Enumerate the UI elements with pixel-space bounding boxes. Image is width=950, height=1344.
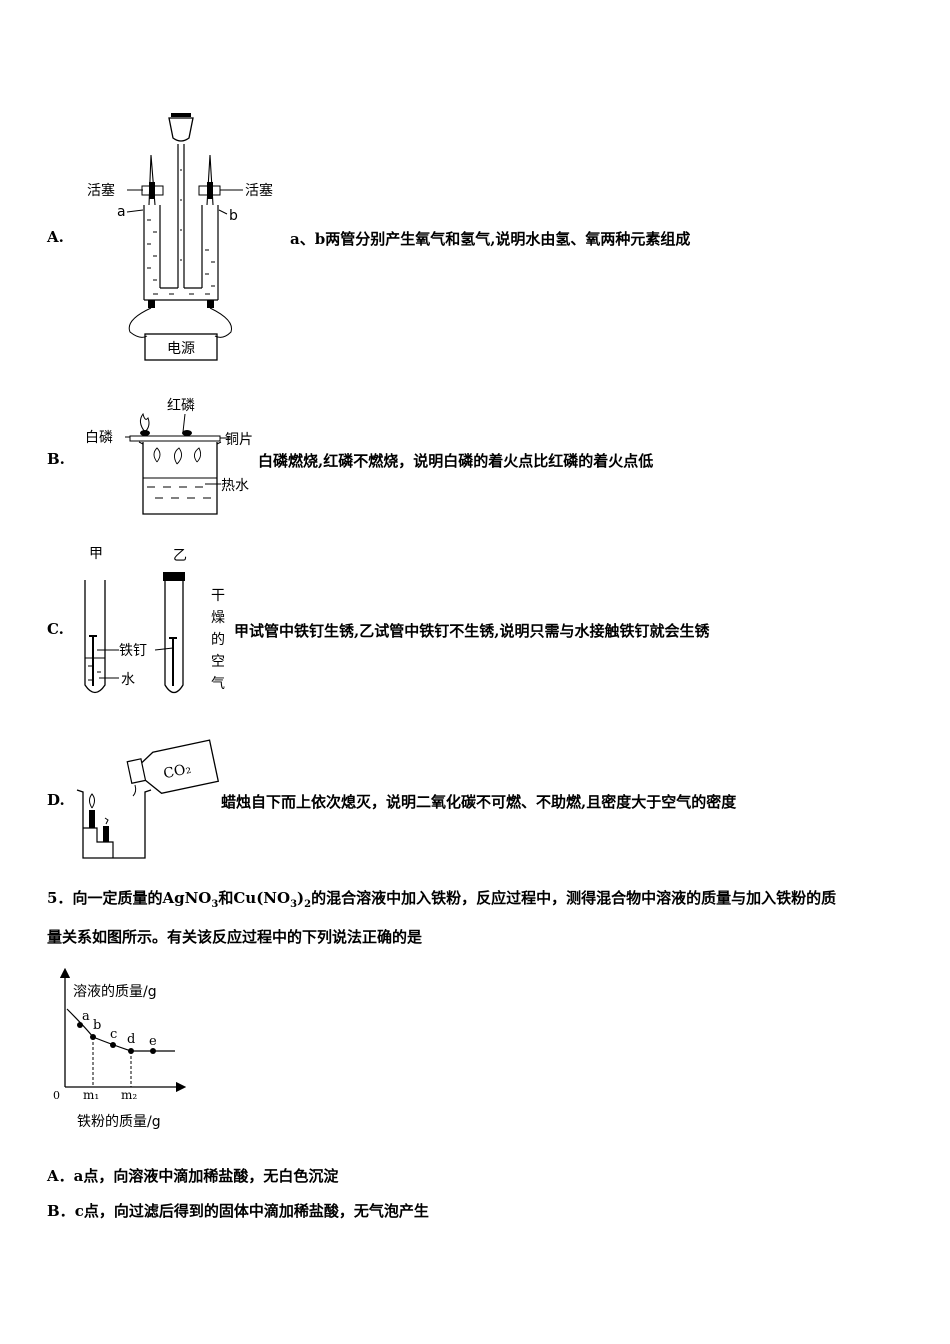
red-phosphorus-label: 红磷	[167, 398, 195, 414]
answer-a: A．a点，向溶液中滴加稀盐酸，无白色沉淀	[47, 1165, 338, 1186]
point-c	[110, 1042, 116, 1048]
y-axis-label: 溶液的质量/g	[73, 984, 157, 1000]
co2-candle-figure: CO₂	[76, 739, 220, 859]
option-a-text: a、b两管分别产生氧气和氢气,说明水由氢、氧两种元素组成	[290, 230, 691, 248]
tube-jia-label: 甲	[89, 546, 103, 562]
electrolysis-apparatus-figure: 电源 活塞 活塞 a b	[87, 113, 273, 361]
point-e	[150, 1048, 156, 1054]
option-c-text: 甲试管中铁钉生锈,乙试管中铁钉不生锈,说明只需与水接触铁钉就会生锈	[234, 622, 710, 640]
solution-mass-chart: 溶液的质量/g 0 m₁ m₂ 铁粉的质量/g a b c d e	[53, 967, 187, 1130]
dry-air-char-1: 干	[211, 588, 225, 604]
power-label: 电源	[167, 341, 195, 357]
co2-label: CO₂	[162, 761, 193, 782]
question-number: 5．	[47, 889, 73, 907]
dry-air-char-2: 燥	[211, 610, 225, 626]
white-phosphorus-label: 白磷	[85, 430, 113, 446]
point-d-label: d	[127, 1032, 135, 1047]
option-b-label: B.	[47, 450, 65, 468]
option-d-label: D.	[47, 791, 65, 809]
point-c-label: c	[110, 1027, 117, 1042]
point-a-label: a	[82, 1009, 90, 1024]
point-d	[128, 1048, 134, 1054]
answer-b-label: B．	[47, 1202, 75, 1220]
dry-air-char-4: 空	[211, 654, 225, 670]
option-d-text: 蜡烛自下而上依次熄灭，说明二氧化碳不可燃、不助燃,且密度大于空气的密度	[221, 793, 737, 811]
stopcock-left-label: 活塞	[87, 182, 115, 199]
option-a-label: A.	[47, 228, 64, 246]
question-5-line-2: 量关系如图所示。有关该反应过程中的下列说法正确的是	[47, 928, 423, 946]
point-b-label: b	[93, 1018, 101, 1033]
x-axis-label: 铁粉的质量/g	[77, 1114, 161, 1130]
option-c-label: C.	[47, 620, 64, 638]
answer-a-text: a点，向溶液中滴加稀盐酸，无白色沉淀	[73, 1167, 339, 1185]
tube-b-label: b	[229, 208, 238, 224]
tube-yi-label: 乙	[173, 548, 187, 564]
point-b	[90, 1034, 96, 1040]
water-label: 水	[121, 672, 135, 688]
option-b-text: 白磷燃烧,红磷不燃烧，说明白磷的着火点比红磷的着火点低	[258, 452, 654, 470]
point-e-label: e	[149, 1034, 157, 1049]
x-tick-m1: m₁	[83, 1088, 99, 1102]
answer-a-label: A．	[47, 1167, 74, 1185]
origin-label: 0	[53, 1089, 60, 1102]
question-5-line-1: 5．向一定质量的AgNO3和Cu(NO3)2的混合溶液中加入铁粉，反应过程中，测…	[47, 889, 837, 910]
tube-a-label: a	[117, 204, 126, 220]
phosphorus-combustion-figure: 红磷 白磷 铜片 热水	[85, 398, 253, 515]
x-tick-m2: m₂	[121, 1088, 137, 1102]
answer-b-text: c点，向过滤后得到的固体中滴加稀盐酸，无气泡产生	[74, 1202, 429, 1220]
stopcock-right-label: 活塞	[245, 182, 273, 199]
answer-b: B．c点，向过滤后得到的固体中滴加稀盐酸，无气泡产生	[47, 1200, 429, 1221]
point-a	[77, 1022, 83, 1028]
iron-rust-figure: 甲 乙 铁钉 水 干 燥 的 空 气	[84, 546, 225, 694]
dry-air-char-3: 的	[211, 632, 225, 648]
copper-sheet-label: 铜片	[225, 432, 253, 448]
hot-water-label: 热水	[221, 478, 249, 494]
dry-air-char-5: 气	[211, 676, 225, 692]
iron-nail-label: 铁钉	[119, 643, 147, 659]
